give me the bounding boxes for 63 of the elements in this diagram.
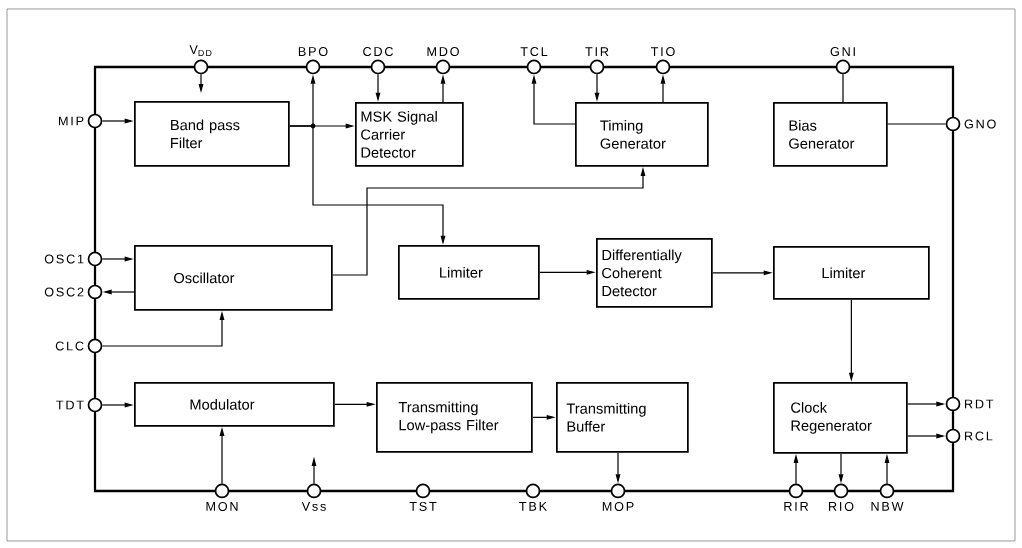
node-label: MON	[206, 501, 238, 511]
pin-terminal: MOP	[602, 483, 634, 511]
block-box: Differentially Coherent Detector	[596, 238, 713, 308]
pin-terminal: TBK	[519, 483, 547, 511]
pin-terminal: Vss	[301, 483, 326, 511]
node-label: RCL	[965, 431, 993, 441]
pin-terminal: MON	[206, 483, 238, 511]
node-label: RIO	[829, 501, 854, 511]
block-box: Limiter	[398, 245, 540, 300]
pin-terminal: CLC	[55, 338, 103, 354]
node-label: V$_{DD}$	[189, 45, 212, 57]
node-label: RDT	[965, 399, 994, 409]
block-box: Bias Generator	[773, 102, 888, 167]
connector-line	[842, 73, 844, 103]
node-label: TCL	[520, 47, 548, 57]
pin-terminal: GNO	[945, 116, 996, 132]
node-label: GNI	[830, 47, 855, 57]
pin-terminal: TIR	[585, 47, 609, 75]
node-label: Vss	[301, 501, 326, 511]
node-label: OSC1	[44, 254, 84, 264]
pin-terminal: CDC	[363, 47, 393, 75]
node-label: CDC	[363, 47, 394, 57]
pin-terminal: TCL	[520, 47, 548, 75]
block-box: Transmitting Low-pass Filter	[376, 382, 533, 453]
chip-outline	[93, 65, 955, 493]
pin-terminal: MDO	[427, 47, 459, 75]
node-label: MIP	[59, 116, 84, 126]
node-label: OSC2	[44, 287, 84, 297]
pin-terminal: TIO	[650, 47, 675, 75]
pin-terminal: BPO	[298, 47, 328, 75]
pin-terminal: MIP	[59, 113, 103, 129]
node-label: CLC	[55, 341, 84, 351]
pin-terminal: RCL	[945, 428, 993, 444]
pin-terminal: RDT	[945, 396, 994, 412]
node-label: GNO	[964, 119, 996, 129]
block-box: MSK Signal Carrier Detector	[355, 102, 464, 167]
node-label: MOP	[602, 501, 634, 511]
node-label: TIO	[650, 47, 675, 57]
pin-terminal: TST	[409, 483, 437, 511]
pin-terminal: V$_{DD}$	[189, 45, 212, 75]
pin-terminal: NBW	[871, 483, 904, 511]
node-label: TDT	[56, 400, 84, 410]
node-label: TBK	[519, 501, 547, 511]
block-box: Modulator	[134, 382, 335, 427]
block-box: Limiter	[773, 246, 930, 300]
block-box: Timing Generator	[575, 102, 709, 167]
node-label: BPO	[298, 47, 328, 57]
pin-terminal: RIR	[784, 483, 809, 511]
block-box: Transmitting Buffer	[556, 382, 689, 453]
connector-line	[887, 123, 947, 125]
pin-terminal: OSC2	[44, 284, 103, 300]
node-label: NBW	[871, 501, 904, 511]
pin-terminal: RIO	[829, 483, 854, 511]
node-label: TIR	[585, 47, 609, 57]
block-box: Clock Regenerator	[773, 382, 908, 454]
block-box: Band pass Filter	[134, 101, 290, 167]
pin-terminal: OSC1	[44, 251, 103, 267]
block-box: Oscillator	[134, 245, 333, 311]
node-label: TST	[409, 501, 437, 511]
pin-terminal: TDT	[56, 397, 103, 413]
pin-terminal: GNI	[830, 47, 855, 75]
node-label: RIR	[784, 501, 809, 511]
node-label: MDO	[427, 47, 459, 57]
